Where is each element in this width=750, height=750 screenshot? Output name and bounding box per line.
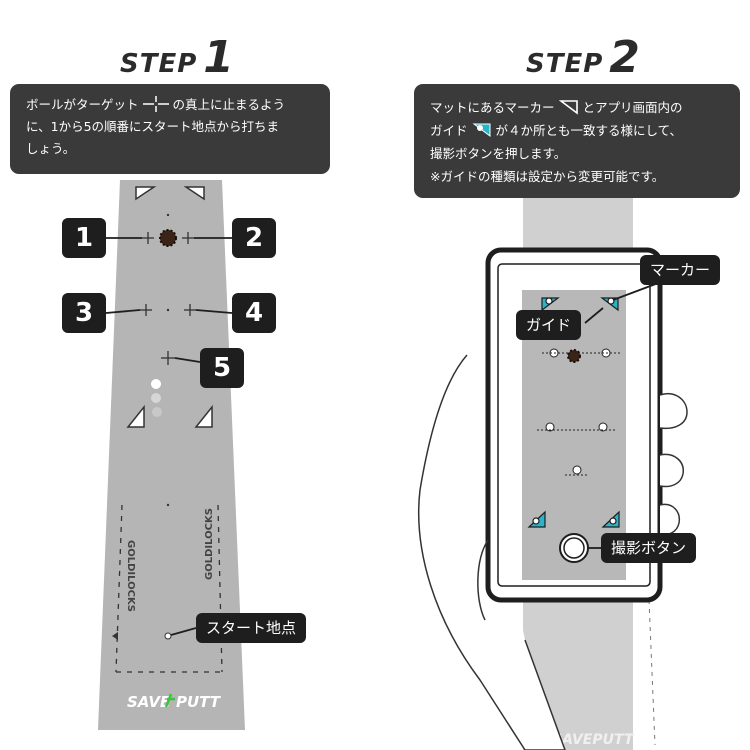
guide-callout: ガイド — [516, 310, 582, 340]
step1-word: STEP — [120, 49, 198, 79]
mat-side-text-left: GOLDILOCKS — [125, 540, 136, 612]
shutter-button-icon — [563, 537, 585, 559]
mat-marker-triangle-bl — [126, 404, 145, 428]
step2-instruction-panel: マットにあるマーカー とアプリ画面内の ガイド が４か所とも一致する様にして、 … — [414, 84, 740, 198]
step2-word: STEP — [526, 49, 604, 79]
step1-line3: しょう。 — [26, 141, 76, 156]
step2-line2a: ガイド — [430, 123, 468, 138]
step2-number: 2 — [609, 32, 640, 83]
brand-logo-right: PUTT — [176, 693, 222, 711]
target-crosshair-icon — [142, 96, 169, 112]
target-crosshairs — [140, 232, 196, 365]
putting-mat — [98, 180, 245, 730]
guide-markers — [527, 297, 620, 528]
start-point-callout: スタート地点 — [196, 613, 307, 643]
ball-trail-icon — [152, 407, 162, 417]
guide-marker-icon — [472, 123, 490, 137]
step2-line4: ※ガイドの種類は設定から変更可能です。 — [430, 169, 665, 184]
ball-icon — [151, 379, 161, 389]
step2-phone-illustration: SAVEPUTT — [417, 190, 688, 750]
hand-fingers — [659, 393, 688, 536]
mat-marker-triangle-tr — [183, 186, 205, 201]
step2-line1a: マットにあるマーカー — [430, 100, 555, 115]
target-1-callout: 1 — [62, 218, 106, 258]
target-4-callout: 4 — [232, 293, 276, 333]
step1-number: 1 — [203, 32, 234, 83]
mat-side-text-right: GOLDILOCKS — [204, 508, 215, 580]
ball-trail-icon — [151, 393, 161, 403]
brand-arrow-icon — [164, 693, 175, 708]
hole-icon — [159, 229, 177, 247]
hole-icon — [567, 349, 581, 363]
brand-logo-bottom: SAVEPUTT — [552, 732, 635, 748]
step1-mat-illustration: GOLDILOCKS GOLDILOCKS SAVE PUTT — [98, 180, 245, 730]
step2-line1b: とアプリ画面内の — [582, 100, 683, 115]
mat-marker-triangle-br — [194, 404, 213, 428]
mat-marker-triangle-tl — [135, 186, 157, 201]
shutter-button-callout: 撮影ボタン — [601, 533, 697, 563]
target-2-callout: 2 — [232, 218, 276, 258]
step1-line2: に、1から5の順番にスタート地点から打ちま — [26, 119, 280, 134]
step2-line3: 撮影ボタンを押します。 — [430, 146, 567, 161]
start-point-icon — [164, 632, 172, 640]
target-5-callout: 5 — [200, 348, 244, 388]
brand-logo-left: SAVE — [127, 693, 171, 711]
target-3-callout: 3 — [62, 293, 106, 333]
step2-line2b: が４か所とも一致する様にして、 — [495, 123, 682, 138]
marker-callout: マーカー — [640, 255, 721, 285]
step1-line1a: ボールがターゲット — [26, 97, 139, 112]
step1-line1b: の真上に止まるよう — [172, 97, 285, 112]
step1-instruction-panel: ボールがターゲット の真上に止まるよう に、1から5の順番にスタート地点から打ち… — [10, 84, 330, 174]
marker-triangle-icon — [558, 100, 578, 115]
